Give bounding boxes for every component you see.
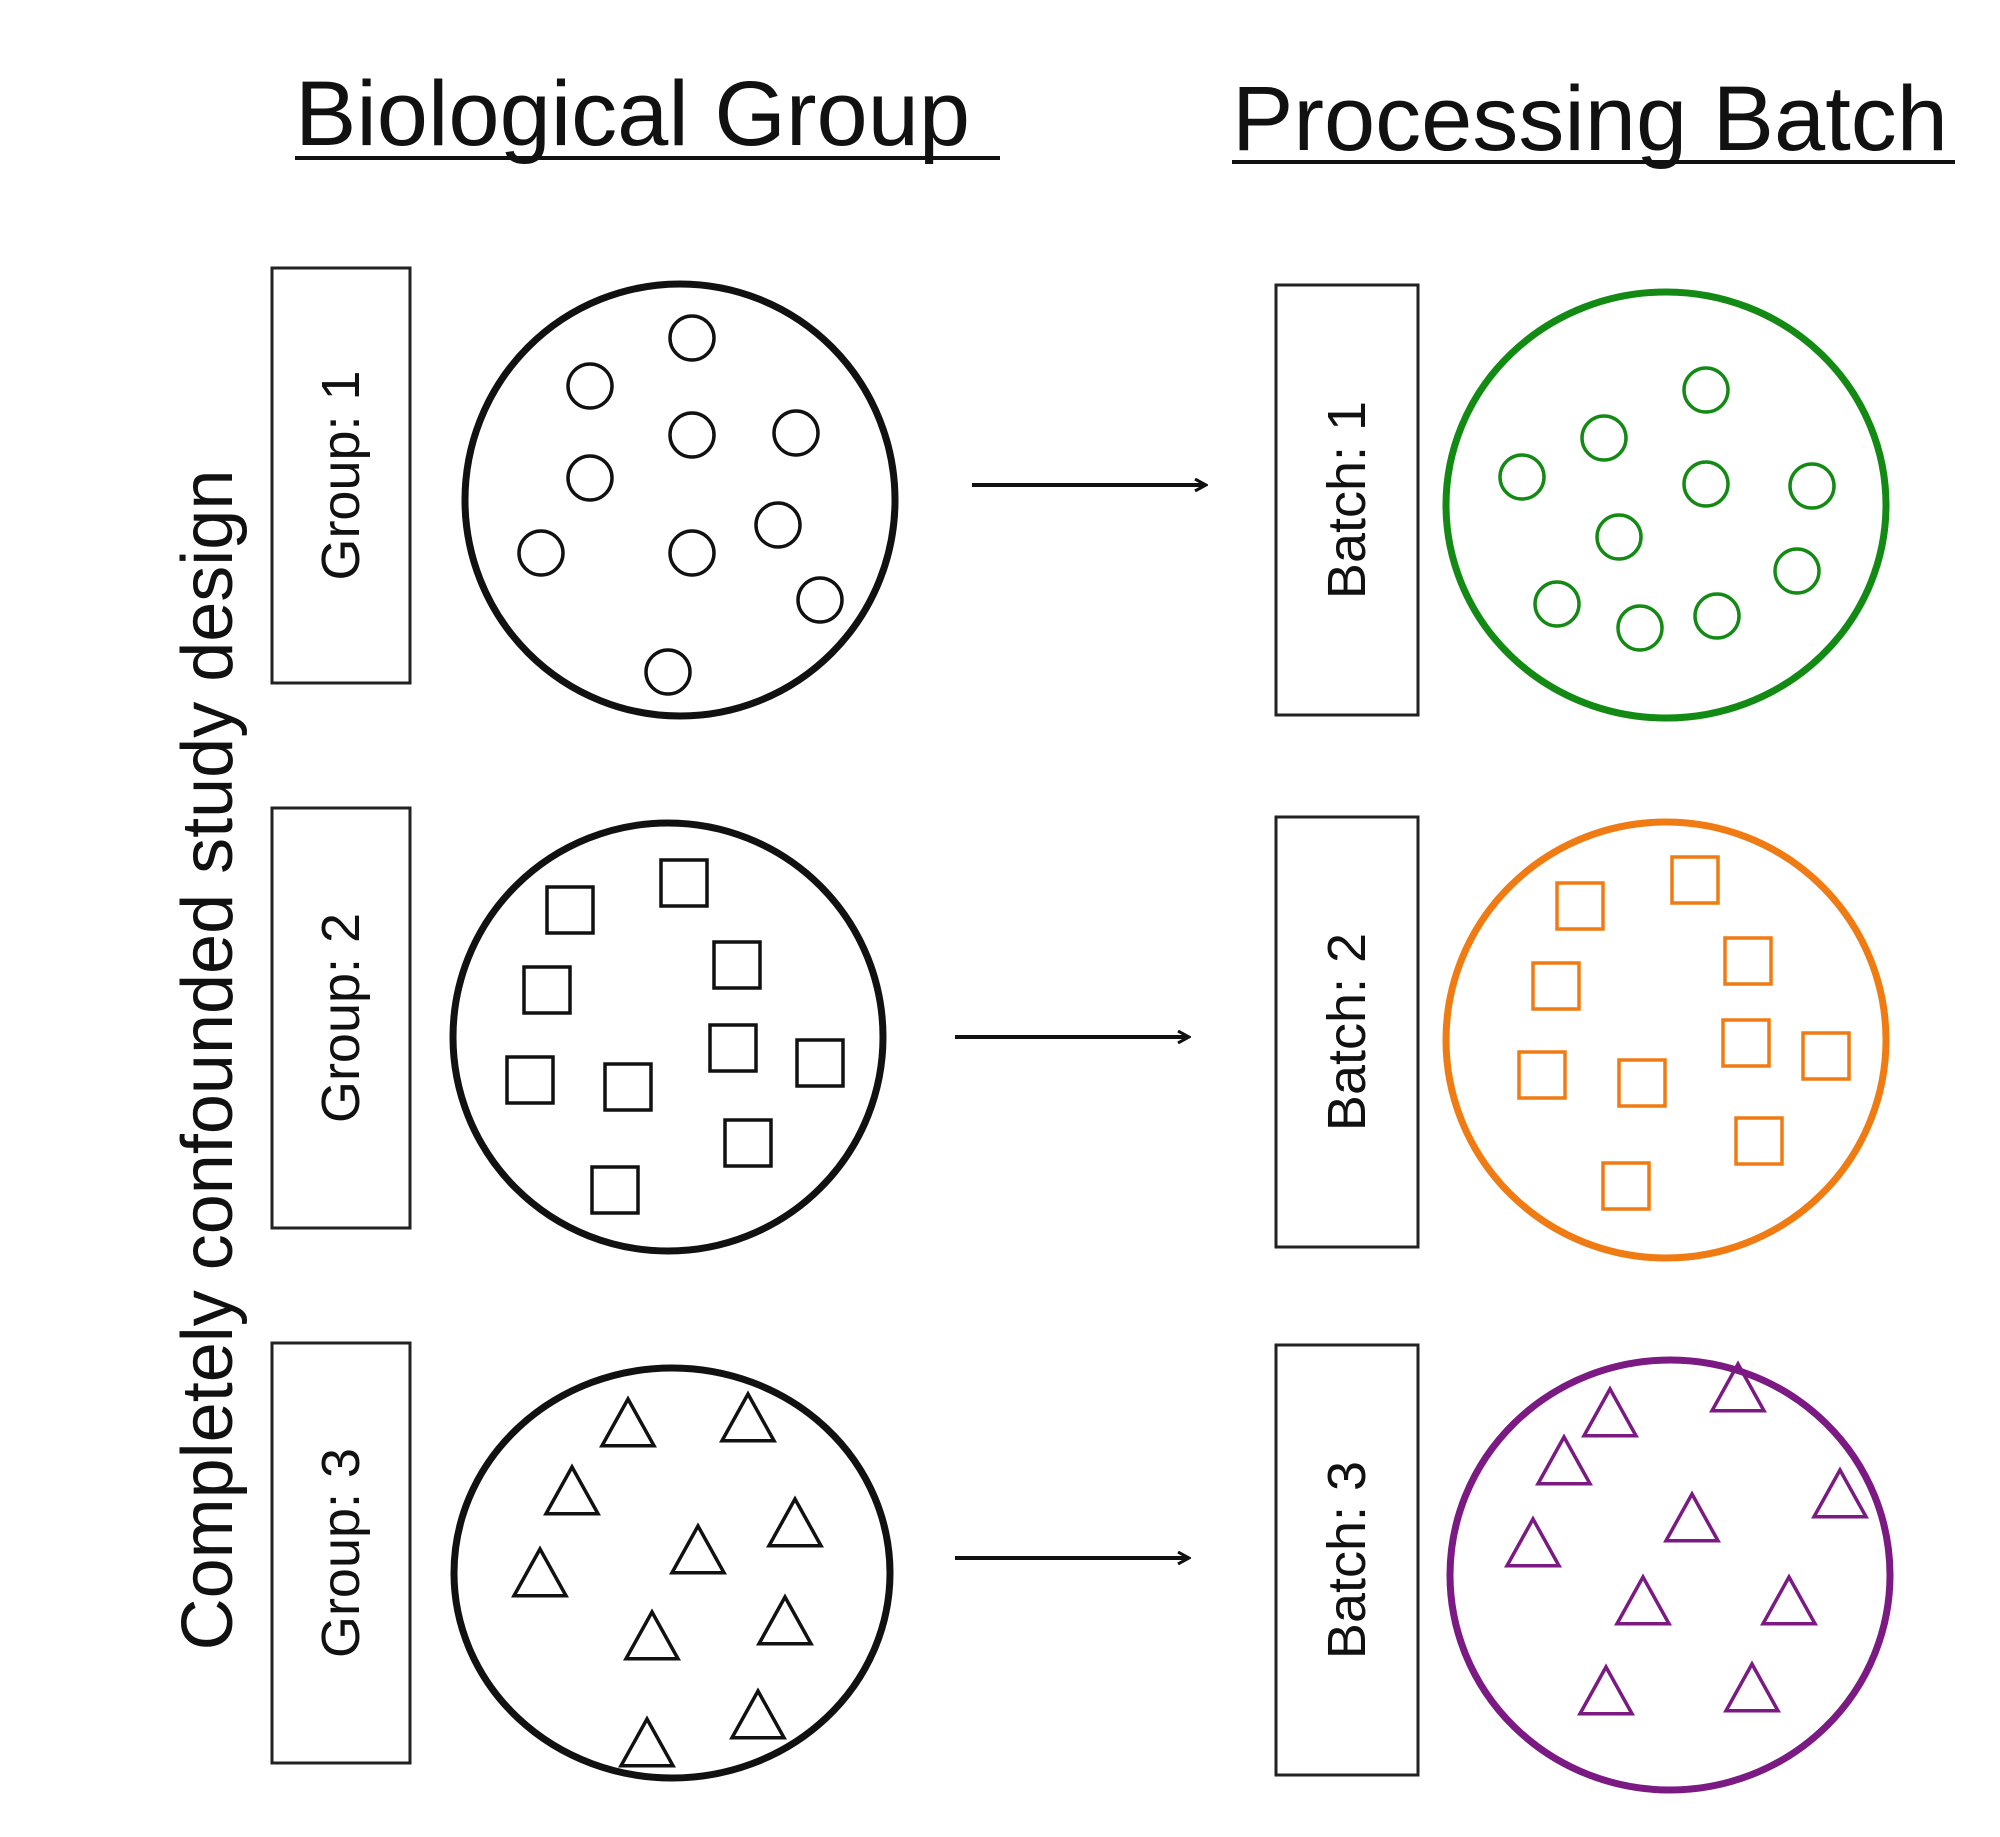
- square-sample-icon: [1801, 1031, 1851, 1081]
- batch-label-box: [1274, 815, 1420, 1249]
- circle-sample-icon: [1580, 414, 1628, 462]
- square-sample-icon: [545, 885, 595, 935]
- diagram-row: Group: 1 Batch: 1: [270, 266, 1890, 722]
- heading-biological-group: Biological Group: [295, 63, 970, 165]
- circle-sample-icon: [1533, 580, 1581, 628]
- square-sample-icon: [505, 1055, 555, 1105]
- circle-sample-icon: [517, 529, 565, 577]
- circle-sample-icon: [566, 362, 614, 410]
- batch-label: Batch: 1: [1317, 401, 1377, 599]
- batch-label-box: [1274, 283, 1420, 717]
- circle-sample-icon: [566, 454, 614, 502]
- triangle-sample-icon: [1723, 1660, 1781, 1713]
- group-label: Group: 1: [311, 370, 371, 580]
- square-sample-icon: [1531, 961, 1581, 1011]
- group-label-box: [270, 1341, 412, 1765]
- study-design-label: Completely confounded study design: [168, 470, 248, 1651]
- circle-sample-icon: [1616, 604, 1664, 652]
- triangle-sample-icon: [719, 1390, 777, 1443]
- triangle-sample-icon: [1709, 1360, 1767, 1413]
- triangle-sample-icon: [1663, 1490, 1721, 1543]
- circle-sample-icon: [668, 314, 716, 362]
- batch-sample-pool: [1446, 1356, 1894, 1794]
- triangle-sample-icon: [511, 1545, 569, 1598]
- circle-sample-icon: [772, 409, 820, 457]
- square-sample-icon: [1721, 1018, 1771, 1068]
- circle-sample-icon: [668, 529, 716, 577]
- diagram-row: Group: 2 Batch: 2: [270, 806, 1890, 1262]
- circle-sample-icon: [754, 501, 802, 549]
- circle-sample-icon: [1682, 460, 1730, 508]
- group-label: Group: 3: [311, 1448, 371, 1658]
- batch-label: Batch: 2: [1317, 933, 1377, 1131]
- square-sample-icon: [712, 940, 762, 990]
- heading-processing-batch: Processing Batch: [1232, 68, 1948, 170]
- circle-sample-icon: [1788, 462, 1836, 510]
- batch-label-box: [1274, 1343, 1420, 1777]
- square-sample-icon: [1555, 881, 1605, 931]
- triangle-sample-icon: [1504, 1515, 1562, 1568]
- group-label-box: [270, 266, 412, 685]
- batch-sample-pool: [1442, 818, 1890, 1262]
- circle-sample-icon: [1773, 547, 1821, 595]
- circle-sample-icon: [1595, 513, 1643, 561]
- circle-sample-icon: [644, 648, 692, 696]
- square-sample-icon: [1601, 1161, 1651, 1211]
- square-sample-icon: [1670, 855, 1720, 905]
- square-sample-icon: [659, 858, 709, 908]
- triangle-sample-icon: [1811, 1466, 1869, 1519]
- square-sample-icon: [708, 1023, 758, 1073]
- triangle-sample-icon: [1535, 1433, 1593, 1486]
- triangle-sample-icon: [599, 1395, 657, 1448]
- group-label-box: [270, 806, 412, 1230]
- circle-sample-icon: [1693, 592, 1741, 640]
- circle-sample-icon: [1682, 366, 1730, 414]
- square-sample-icon: [1517, 1050, 1567, 1100]
- square-sample-icon: [1723, 936, 1773, 986]
- square-sample-icon: [723, 1118, 773, 1168]
- triangle-sample-icon: [1581, 1385, 1639, 1438]
- square-sample-icon: [795, 1038, 845, 1088]
- triangle-sample-icon: [669, 1522, 727, 1575]
- circle-sample-icon: [796, 576, 844, 624]
- group-label: Group: 2: [311, 913, 371, 1123]
- triangle-sample-icon: [1760, 1573, 1818, 1626]
- batch-sample-pool: [1442, 288, 1890, 722]
- square-sample-icon: [603, 1062, 653, 1112]
- triangle-sample-icon: [1614, 1573, 1672, 1626]
- square-sample-icon: [1617, 1058, 1667, 1108]
- circle-sample-icon: [1498, 453, 1546, 501]
- triangle-sample-icon: [1577, 1663, 1635, 1716]
- circle-sample-icon: [668, 411, 716, 459]
- group-sample-pool: [449, 819, 887, 1255]
- batch-label: Batch: 3: [1317, 1461, 1377, 1659]
- group-sample-pool: [461, 280, 899, 720]
- diagram-rows: Group: 1 Batch: 1 Group: 2 Batch: 2 Group: 3…: [270, 266, 1894, 1794]
- square-sample-icon: [522, 965, 572, 1015]
- square-sample-icon: [1734, 1116, 1784, 1166]
- triangle-sample-icon: [756, 1593, 814, 1646]
- triangle-sample-icon: [729, 1687, 787, 1740]
- group-sample-pool: [450, 1364, 894, 1782]
- triangle-sample-icon: [543, 1463, 601, 1516]
- triangle-sample-icon: [618, 1715, 676, 1768]
- triangle-sample-icon: [623, 1608, 681, 1661]
- square-sample-icon: [590, 1165, 640, 1215]
- triangle-sample-icon: [766, 1495, 824, 1548]
- diagram-row: Group: 3 Batch: 3: [270, 1341, 1894, 1794]
